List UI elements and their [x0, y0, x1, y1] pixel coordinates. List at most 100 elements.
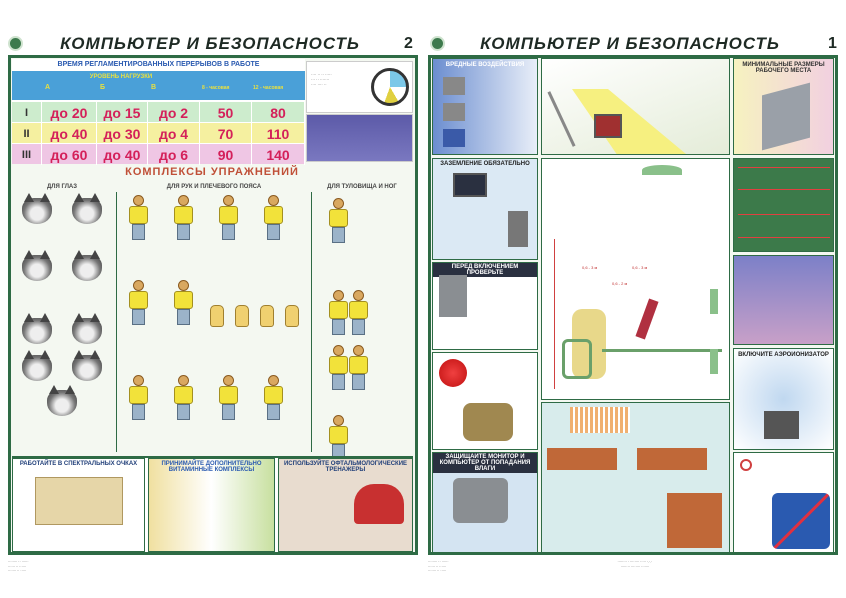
monitor-icon: [635, 298, 659, 340]
exercises-title: КОМПЛЕКСЫ УПРАЖНЕНИЙ: [125, 166, 299, 178]
tip-glasses: РАБОТАЙТЕ В СПЕКТРАЛЬНЫХ ОЧКАХ: [12, 458, 145, 552]
tip-trainer: ИСПОЛЬЗУЙТЕ ОФТАЛЬМОЛОГИЧЕСКИЕ ТРЕНАЖЕРЫ: [278, 458, 413, 552]
table-cell: до 15: [97, 102, 148, 123]
distance-label: 0,6 - 3 м: [632, 265, 648, 270]
clock-panel: ···· ·· ·· ········ ·· ··········· ···· …: [306, 61, 413, 113]
poster-title: КОМПЬЮТЕР И БЕЗОПАСНОСТЬ: [480, 34, 780, 53]
eyes-heading: ДЛЯ ГЛАЗ: [46, 184, 78, 190]
section-label: МИНИМАЛЬНЫЕ РАЗМЕРЫ РАБОЧЕГО МЕСТА: [742, 62, 825, 74]
exercise-figure: [125, 375, 151, 421]
exercise-figure: [260, 375, 286, 421]
exercise-figure: [260, 195, 286, 241]
exercise-figure: [170, 195, 196, 241]
hand-icon: [260, 305, 274, 327]
table-cell: 70: [200, 123, 252, 144]
body-heading: ДЛЯ ТУЛОВИЩА И НОГ: [327, 184, 397, 190]
table-cell: до 40: [97, 144, 148, 165]
col-c: В: [151, 84, 157, 91]
monitor-icon: [594, 114, 622, 138]
poster-number: 2: [404, 35, 413, 52]
hand-icon: [210, 305, 224, 327]
clock-icon: [371, 68, 409, 106]
table-title: ВРЕМЯ РЕГЛАМЕНТИРОВАННЫХ ПЕРЕРЫВОВ В РАБ…: [57, 61, 260, 68]
hand-icon: [285, 305, 299, 327]
tip-vitamins: ПРИНИМАЙТЕ ДОПОЛНИТЕЛЬНО ВИТАМИННЫЕ КОМП…: [148, 458, 275, 552]
breaks-table: ВРЕМЯ РЕГЛАМЕНТИРОВАННЫХ ПЕРЕРЫВОВ В РАБ…: [12, 59, 305, 165]
exercise-figure: [325, 415, 351, 461]
ergonomics-panel: [733, 255, 834, 345]
table-cell: до 20: [42, 102, 97, 123]
exercise-figure: [325, 290, 351, 336]
load-header: УРОВЕНЬ НАГРУЗКИ: [89, 74, 153, 80]
lamp-panel: [541, 58, 730, 155]
fire-panel: [432, 352, 538, 450]
cat-face-icon: [22, 250, 52, 281]
exercise-figure: [215, 375, 241, 421]
norms-table: [733, 158, 834, 252]
lamp-icon: [547, 91, 576, 147]
ionizer-panel: ВКЛЮЧИТЕ АЭРОИОНИЗАТОР: [733, 348, 834, 450]
exercise-figure: [125, 195, 151, 241]
col-b: Б: [100, 84, 106, 91]
exercise-figure: [325, 345, 351, 391]
tip-label: РАБОТАЙТЕ В СПЕКТРАЛЬНЫХ ОЧКАХ: [19, 461, 138, 467]
table-cell: 140: [252, 144, 305, 165]
table-cell: 80: [252, 102, 305, 123]
no-pregnant-panel: [733, 452, 834, 553]
table-cell: до 4: [148, 123, 200, 144]
exercise-figure: [170, 375, 196, 421]
exercise-figure: [345, 290, 371, 336]
poster-number: 1: [828, 35, 837, 52]
prohibition-sign-icon: [772, 493, 830, 549]
cat-face-icon: [22, 193, 52, 224]
table-cell: 110: [252, 123, 305, 144]
office-panel: [541, 402, 730, 553]
monitor-icon: [453, 173, 487, 197]
col-8h: 8 - часовая: [202, 85, 230, 91]
table-header: УРОВЕНЬ НАГРУЗКИ А Б В 8 - часовая 12 - …: [12, 71, 305, 100]
tip-label: ПРИНИМАЙТЕ ДОПОЛНИТЕЛЬНО ВИТАМИННЫЕ КОМП…: [161, 461, 262, 473]
poster-title: КОМПЬЮТЕР И БЕЗОПАСНОСТЬ: [60, 34, 360, 53]
distance-label: 0,6 - 2 м: [612, 281, 628, 286]
section-label: ВКЛЮЧИТЕ АЭРОИОНИЗАТОР: [738, 352, 829, 358]
cat-face-icon: [72, 313, 102, 344]
harmful-panel: ВРЕДНЫЕ ВОЗДЕЙСТВИЯ: [432, 58, 538, 155]
table-cell: до 40: [42, 123, 97, 144]
section-label: ВРЕДНЫЕ ВОЗДЕЙСТВИЯ: [445, 62, 525, 68]
section-label: ЗАЩИЩАЙТЕ МОНИТОР И КОМПЬЮТЕР ОТ ПОПАДАН…: [433, 453, 537, 473]
exercise-figure: [215, 195, 241, 241]
col-12h: 12 - часовая: [253, 85, 284, 91]
table-cell: до 2: [148, 102, 200, 123]
table-cell: III: [12, 144, 42, 165]
table-cell: II: [12, 123, 42, 144]
monitor-icon: [453, 478, 508, 523]
exercise-figure: [125, 280, 151, 326]
min-sizes-panel: МИНИМАЛЬНЫЕ РАЗМЕРЫ РАБОЧЕГО МЕСТА: [733, 58, 834, 155]
grounding-panel: ЗАЗЕМЛЕНИЕ ОБЯЗАТЕЛЬНО: [432, 158, 538, 260]
glasses-icon: [35, 477, 123, 525]
exercise-figure: [170, 280, 196, 326]
section-label: ПЕРЕД ВКЛЮЧЕНИЕМ ПРОВЕРЬТЕ: [433, 263, 537, 277]
table-cell: до 60: [42, 144, 97, 165]
before-on-panel: ПЕРЕД ВКЛЮЧЕНИЕМ ПРОВЕРЬТЕ: [432, 262, 538, 350]
exercise-figure: [345, 345, 371, 391]
col-a: А: [45, 84, 51, 91]
distance-label: 0,6 - 3 м: [582, 265, 598, 270]
exercise-figure: [325, 198, 351, 244]
protect-panel: ЗАЩИЩАЙТЕ МОНИТОР И КОМПЬЮТЕР ОТ ПОПАДАН…: [432, 452, 538, 553]
cat-face-icon: [72, 193, 102, 224]
table-cell: 50: [200, 102, 252, 123]
logo-icon: [8, 36, 23, 51]
cat-face-icon: [47, 385, 77, 416]
workplace-diagram: 0,6 - 3 м 0,6 - 3 м 0,6 - 2 м: [541, 158, 730, 400]
tip-label: ИСПОЛЬЗУЙТЕ ОФТАЛЬМОЛОГИЧЕСКИЕ ТРЕНАЖЕРЫ: [283, 461, 408, 473]
table-cell: до 6: [148, 144, 200, 165]
cat-face-icon: [72, 250, 102, 281]
table-cell: 90: [200, 144, 252, 165]
note-panel: [306, 114, 413, 162]
logo-icon: [430, 36, 445, 51]
table-cell: до 30: [97, 123, 148, 144]
